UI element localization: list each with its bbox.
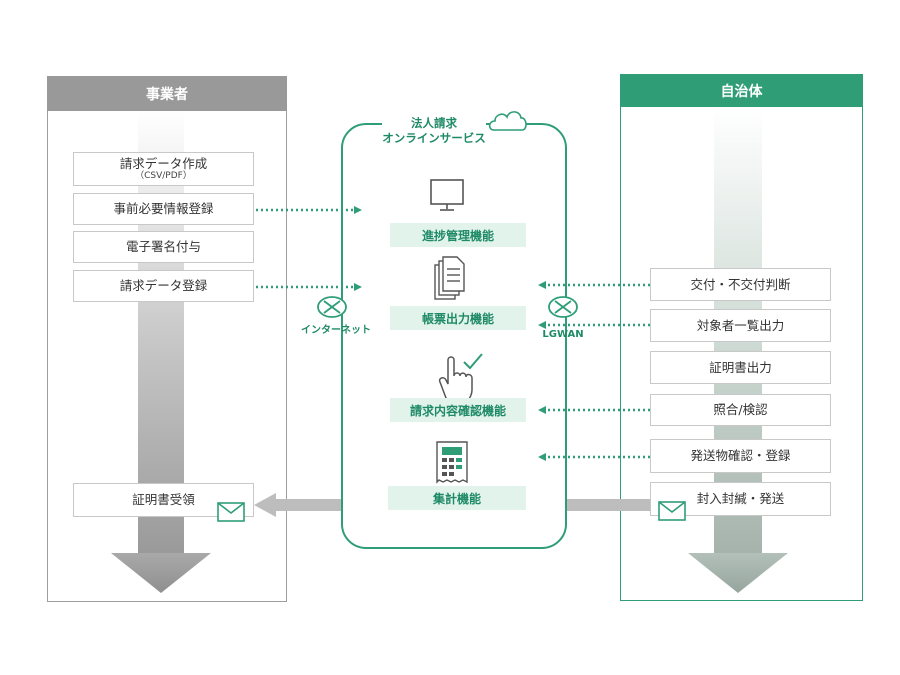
function-billing-check[interactable]: 請求内容確認機能	[390, 398, 526, 422]
function-aggregation[interactable]: 集計機能	[388, 486, 526, 510]
service-title-line2: オンラインサービス	[382, 130, 486, 145]
municipality-step-issue-decision: 交付・不交付判断	[650, 268, 831, 301]
operator-step-create-billing-data: 請求データ作成 （CSV/PDF）	[73, 152, 254, 186]
receipt-calculator-icon	[436, 441, 468, 484]
cloud-icon	[488, 111, 527, 131]
function-form-output[interactable]: 帳票出力機能	[390, 306, 526, 330]
service-title: 法人請求 オンラインサービス	[382, 116, 486, 146]
delivery-arrow	[254, 493, 342, 517]
operator-step-receive-certificate: 証明書受領	[73, 483, 254, 517]
internet-label: インターネット	[301, 325, 371, 336]
operator-step-register-billing-data: 請求データ登録	[73, 270, 254, 302]
service-title-line1: 法人請求	[411, 116, 457, 130]
municipality-step-shipment-check: 発送物確認・登録	[650, 439, 831, 473]
municipality-step-verification: 照合/検認	[650, 394, 831, 426]
shipping-band	[565, 499, 653, 511]
municipality-step-enclose-and-ship: 封入封緘・発送	[650, 482, 831, 516]
step-label: 事前必要情報登録	[113, 201, 214, 217]
operator-step-preregistration: 事前必要情報登録	[73, 193, 254, 225]
network-router-icon	[548, 296, 578, 318]
step-label: 請求データ作成	[119, 155, 208, 171]
network-router-icon	[317, 296, 347, 318]
hand-touch-check-icon	[438, 353, 483, 401]
step-label: 請求データ登録	[119, 278, 208, 294]
municipality-step-target-list-output: 対象者一覧出力	[650, 309, 831, 342]
lgwan-label: LGWAN	[542, 329, 584, 340]
step-sub-label: （CSV/PDF）	[135, 171, 192, 182]
step-label: 電子署名付与	[125, 239, 201, 255]
operator-header: 事業者	[47, 76, 287, 111]
monitor-icon	[430, 179, 464, 211]
municipality-step-certificate-output: 証明書出力	[650, 351, 831, 384]
operator-step-digital-signature: 電子署名付与	[73, 231, 254, 263]
municipality-flow-arrow	[688, 107, 788, 593]
step-label: 証明書受領	[132, 492, 195, 508]
function-progress-management[interactable]: 進捗管理機能	[390, 223, 526, 247]
documents-icon	[434, 256, 465, 300]
municipality-header: 自治体	[620, 74, 863, 107]
